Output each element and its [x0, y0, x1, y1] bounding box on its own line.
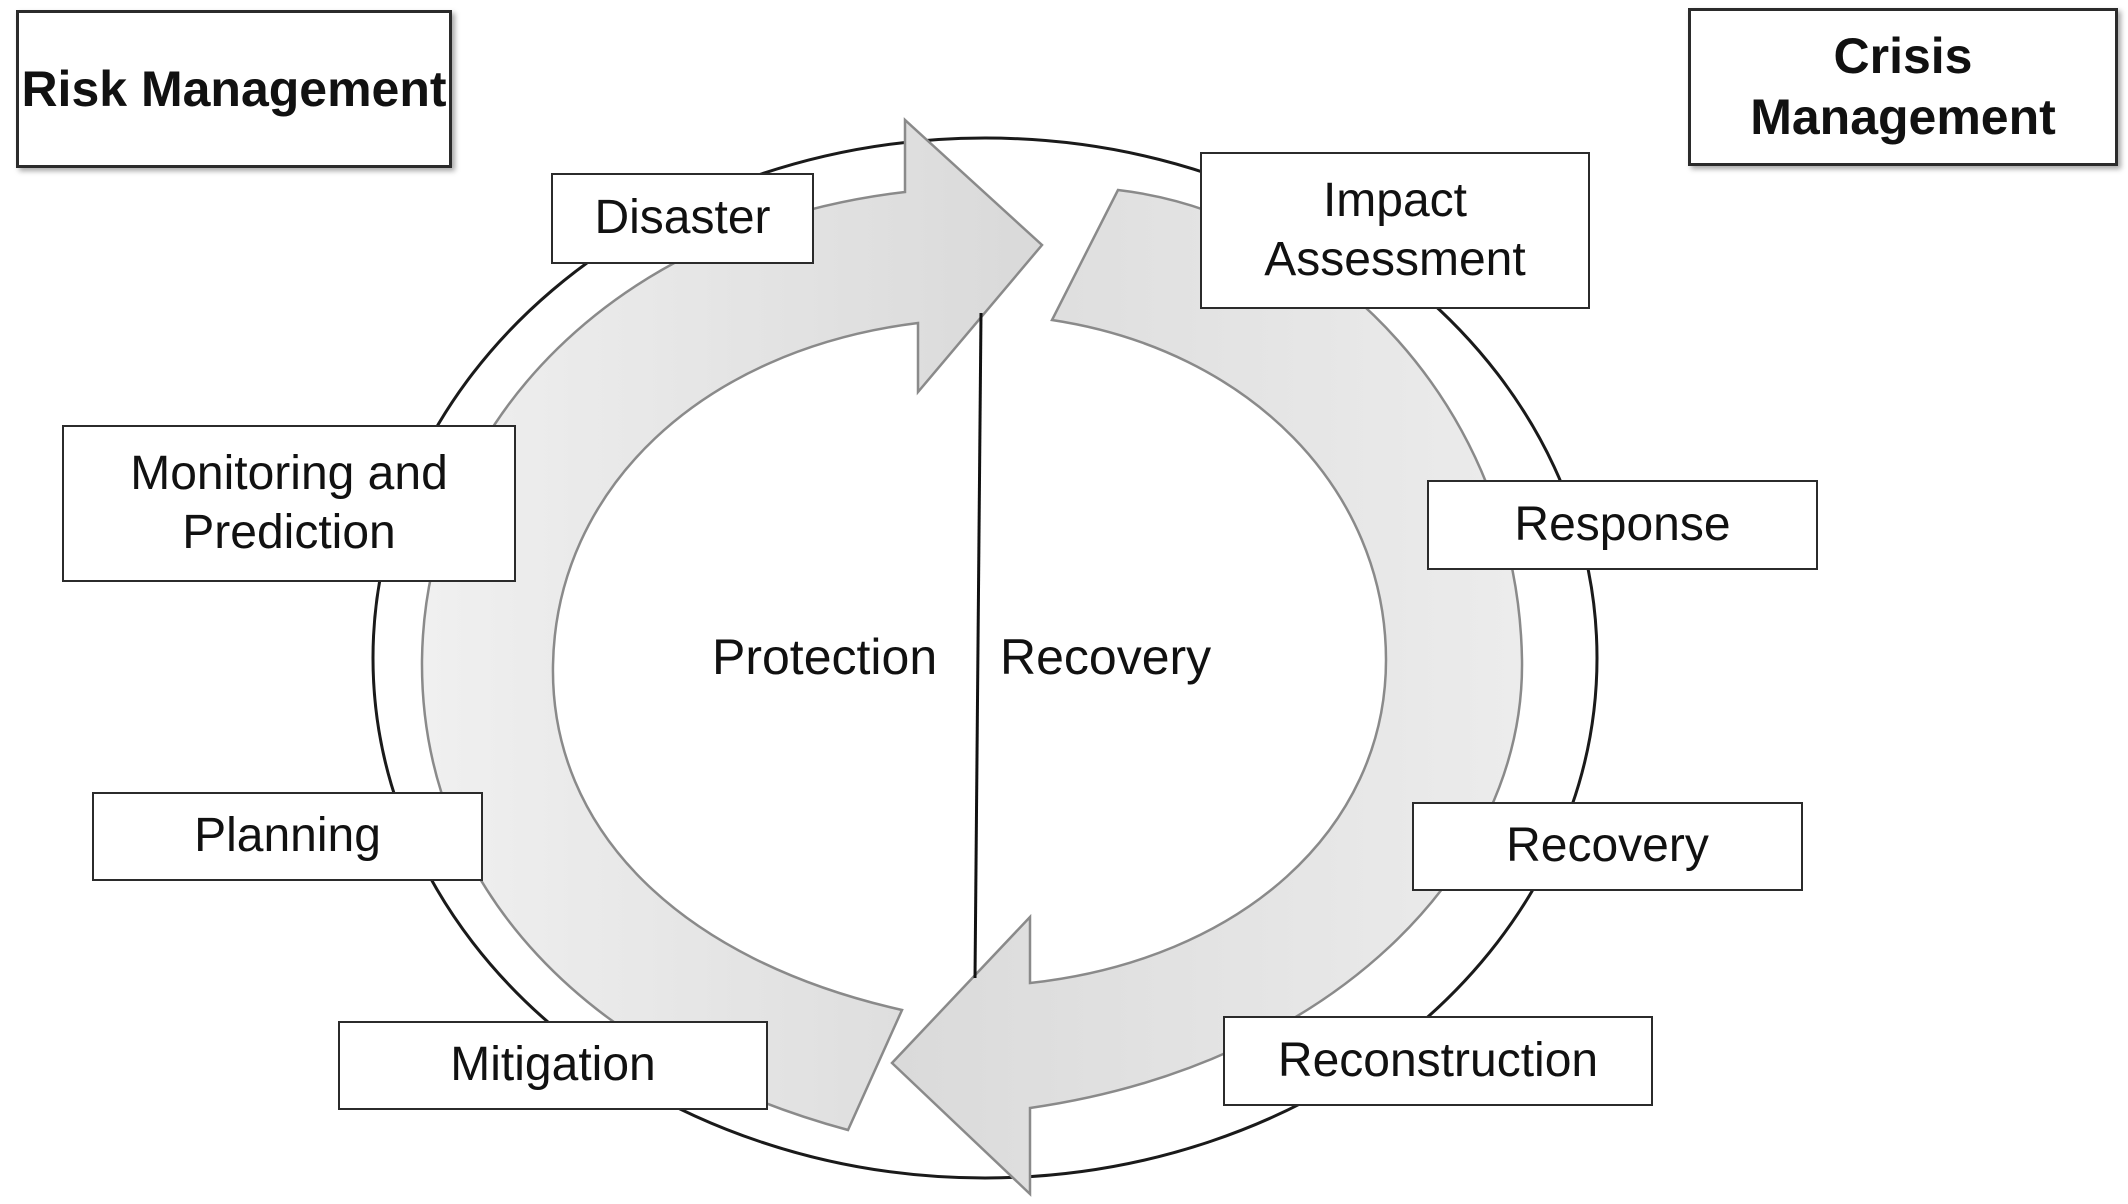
- stage-monitoring-and-prediction: Monitoring and Prediction: [62, 425, 516, 582]
- crisis-management-header: Crisis Management: [1688, 8, 2118, 166]
- stage-planning: Planning: [92, 792, 483, 881]
- stage-recovery: Recovery: [1412, 802, 1803, 891]
- center-label-protection: Protection: [712, 629, 938, 685]
- stage-disaster: Disaster: [551, 173, 814, 264]
- stage-mitigation: Mitigation: [338, 1021, 768, 1110]
- center-label-recovery: Recovery: [1000, 629, 1212, 685]
- recovery-arrow: [890, 188, 1524, 1197]
- stage-reconstruction: Reconstruction: [1223, 1016, 1653, 1106]
- stage-response: Response: [1427, 480, 1818, 570]
- stage-impact-assessment: Impact Assessment: [1200, 152, 1590, 309]
- risk-management-header: Risk Management: [16, 10, 452, 168]
- divider-line: [973, 312, 983, 979]
